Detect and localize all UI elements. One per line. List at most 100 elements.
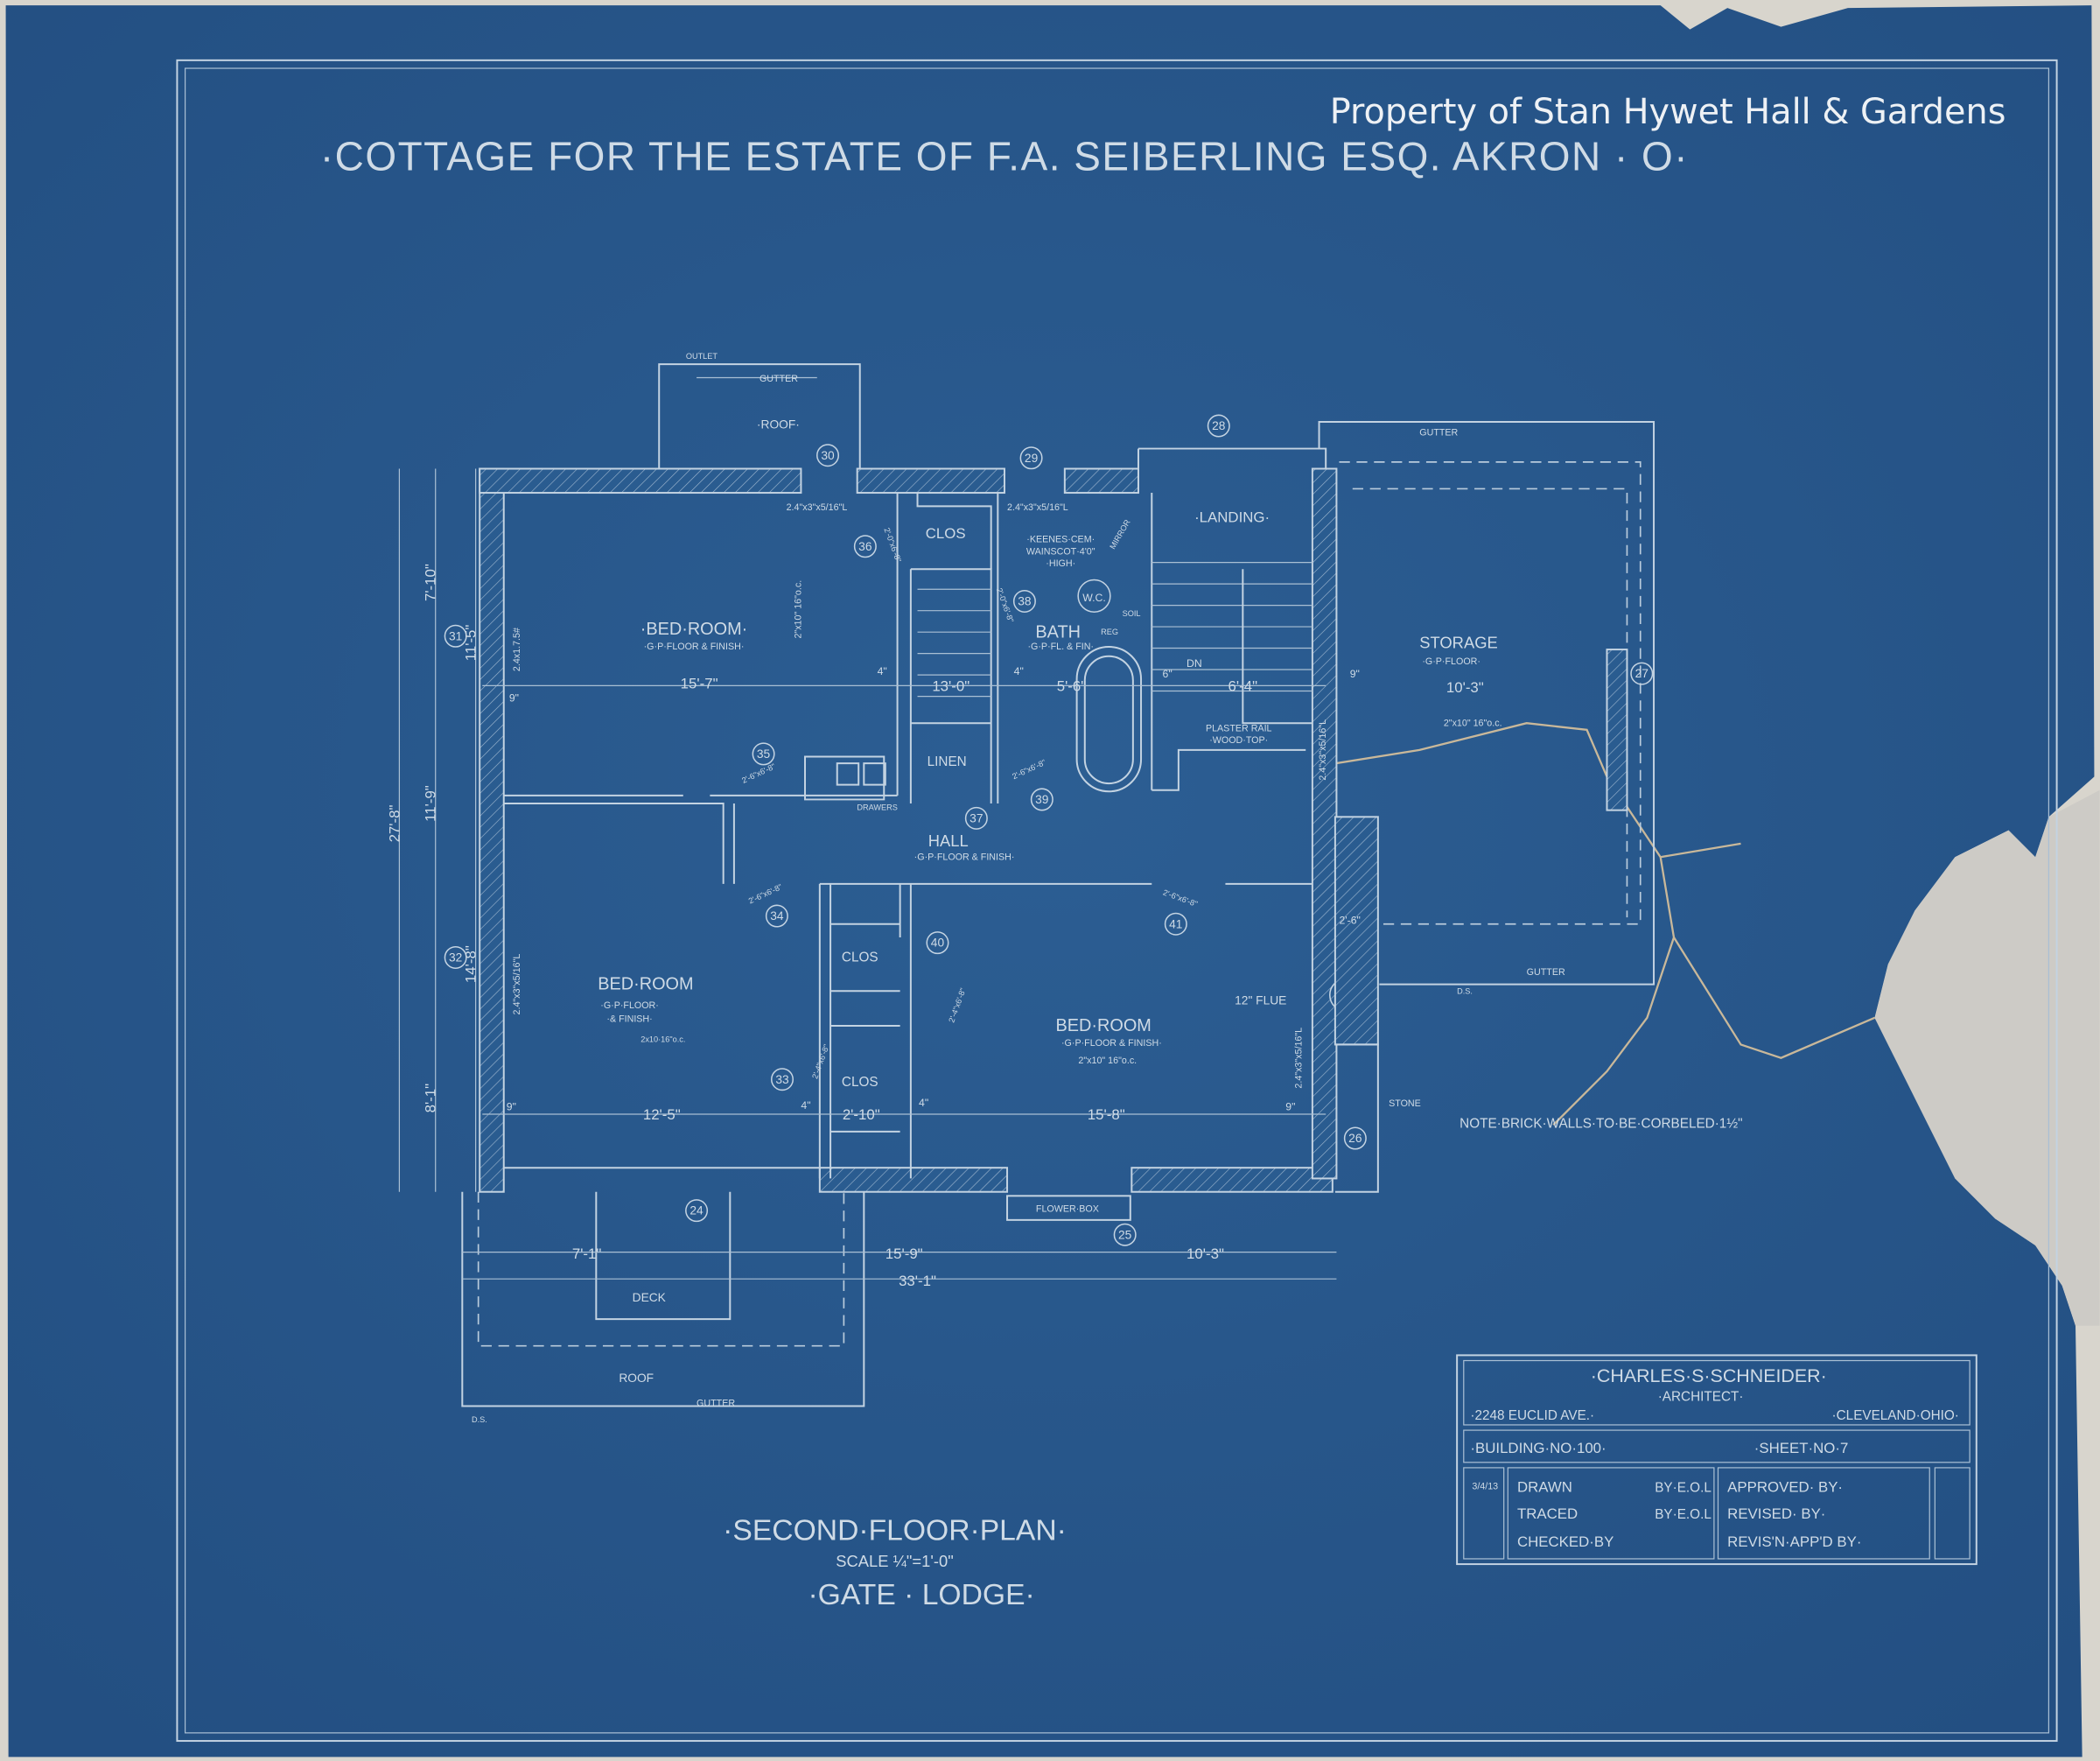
drawing-label: BY·E.O.L bbox=[1655, 1480, 1712, 1495]
drawing-label: 2.4"x3"x5/16"L bbox=[1007, 502, 1068, 513]
bedroom-se-label: BED·ROOM bbox=[1056, 1016, 1152, 1035]
bedroom-nw-label: ·BED·ROOM· bbox=[640, 620, 748, 639]
drawing-line bbox=[1463, 1429, 1970, 1463]
drawing-label: APPROVED· BY· bbox=[1727, 1478, 1843, 1495]
drawing-label: 4" bbox=[878, 665, 887, 677]
drawing-label: 13'-0" bbox=[932, 677, 970, 694]
drawing-label: 14'-8" bbox=[463, 945, 480, 983]
drawing-label: 9" bbox=[507, 1100, 516, 1112]
drawing-line bbox=[1339, 461, 1642, 925]
drawing-label: GUTTER bbox=[696, 1399, 735, 1409]
drawing-label: 4" bbox=[1014, 665, 1024, 677]
plan-scale: SCALE ¼"=1'-0" bbox=[836, 1552, 953, 1570]
drawing-line bbox=[818, 1167, 1009, 1193]
marker-circle bbox=[964, 806, 988, 830]
drawing-label: 9" bbox=[1350, 668, 1360, 680]
drawing-label: 12" FLUE bbox=[1235, 994, 1286, 1007]
drawing-line bbox=[1318, 420, 1656, 986]
drawing-label: LINEN bbox=[928, 754, 967, 769]
drawing-label: OUTLET bbox=[686, 352, 718, 361]
inner-border bbox=[184, 67, 2050, 1734]
drawing-line bbox=[1075, 646, 1143, 793]
drawing-label: ·G·P·FLOOR & FINISH· bbox=[644, 642, 745, 652]
marker-circle bbox=[1030, 788, 1054, 811]
drawing-label: 6'-4" bbox=[1228, 677, 1258, 694]
drawing-label: 2"x10" 16"o.c. bbox=[793, 580, 803, 639]
drawing-label: 24 bbox=[690, 1204, 704, 1217]
marker-circle bbox=[816, 444, 840, 467]
drawing-label: 2'-6" bbox=[1339, 915, 1360, 927]
corbel-note: NOTE·BRICK·WALLS·TO·BE·CORBELED·1½" bbox=[1460, 1116, 1742, 1131]
drawing-label: 15'-8" bbox=[1088, 1106, 1125, 1123]
drawing-label: ·CLEVELAND·OHIO· bbox=[1832, 1408, 1959, 1423]
marker-circle bbox=[1019, 446, 1043, 470]
bottom-roof: DECK ROOF GUTTER D.S. bbox=[461, 1191, 865, 1424]
marker-circle bbox=[1077, 579, 1111, 613]
drawing-line bbox=[1934, 1467, 1970, 1560]
drawing-label: REVIS'N·APP'D BY· bbox=[1727, 1533, 1861, 1550]
drawing-line bbox=[863, 762, 886, 786]
storage-wing: GUTTER GUTTER D.S. STORAGE ·G·P·FLOOR· 1… bbox=[1318, 420, 1656, 995]
drawing-label: ·G·P·FL. & FIN· bbox=[1027, 642, 1094, 652]
door-number-markers: 30 29 28 36 38 35 37 39 31 32 34 41 40 3… bbox=[444, 414, 1654, 1246]
drawing-line bbox=[1242, 569, 1312, 725]
drawing-line bbox=[804, 755, 886, 801]
drawing-line bbox=[479, 467, 505, 1193]
marker-circle bbox=[444, 624, 467, 648]
room-labels: ·BED·ROOM· ·G·P·FLOOR & FINISH· 2"x10" 1… bbox=[598, 509, 1421, 1215]
drawing-line bbox=[503, 803, 735, 884]
drawing-label: ·ARCHITECT· bbox=[1658, 1389, 1744, 1404]
drawing-label: ·BUILDING·NO·100· bbox=[1470, 1440, 1606, 1456]
drawing-label: 4" bbox=[801, 1099, 810, 1112]
drawing-label: 4" bbox=[919, 1097, 928, 1109]
drawing-label: ·SHEET·NO·7 bbox=[1754, 1440, 1849, 1456]
drawing-label: 6" bbox=[1163, 668, 1172, 680]
drawing-line bbox=[916, 493, 992, 570]
drawing-label: 30 bbox=[821, 449, 835, 462]
hall-label: HALL bbox=[928, 831, 969, 850]
drawing-label: 26 bbox=[1348, 1132, 1362, 1145]
drawing-label: D.S. bbox=[1457, 986, 1473, 995]
drawing-line bbox=[1006, 1195, 1131, 1221]
marker-circle bbox=[765, 904, 788, 928]
drawing-label: WAINSCOT·4'0" bbox=[1026, 546, 1096, 557]
drawing-label: 3/4/13 bbox=[1472, 1481, 1498, 1491]
drawing-label: DRAWERS bbox=[857, 803, 898, 812]
drawing-label: 11'-5" bbox=[463, 625, 480, 662]
drawing-label: 37 bbox=[970, 811, 983, 824]
drawing-label: ·HIGH· bbox=[1046, 558, 1075, 569]
drawing-line bbox=[1311, 467, 1338, 1180]
building-name: ·GATE · LODGE· bbox=[808, 1579, 1034, 1611]
drawing-label: 34 bbox=[770, 909, 784, 923]
drawing-label: 2'-10" bbox=[843, 1106, 880, 1123]
drawing-line bbox=[658, 363, 861, 472]
drawing-label: CLOS bbox=[926, 525, 966, 542]
marker-circle bbox=[444, 945, 467, 969]
drawing-label: CHECKED·BY bbox=[1517, 1533, 1614, 1550]
drawing-label: 2"x10" 16"o.c. bbox=[1078, 1056, 1137, 1066]
drawing-label: 15'-7" bbox=[681, 675, 718, 691]
drawing-line bbox=[1606, 649, 1628, 811]
drawing-label: DRAWN bbox=[1517, 1478, 1572, 1495]
drawing-label: 33'-1" bbox=[899, 1273, 936, 1289]
drawing-label: ·G·P·FLOOR & FINISH· bbox=[1061, 1038, 1162, 1049]
drawing-label: DECK bbox=[633, 1291, 667, 1304]
marker-circle bbox=[1343, 1126, 1367, 1150]
drawing-line bbox=[1152, 748, 1306, 791]
marker-circle bbox=[1113, 1223, 1137, 1246]
drawing-label: ROOF bbox=[619, 1372, 654, 1385]
marker-circle bbox=[1630, 662, 1654, 685]
drawing-label: ·2248 EUCLID AVE.· bbox=[1470, 1408, 1594, 1423]
drawing-label: 38 bbox=[1018, 595, 1032, 608]
marker-circle bbox=[1207, 414, 1230, 438]
drawing-label: D.S. bbox=[472, 1415, 487, 1424]
drawing-label: 2x10·16"o.c. bbox=[640, 1035, 685, 1043]
drawing-label: 5'-6" bbox=[1057, 677, 1087, 694]
drawing-label: 8'-1" bbox=[423, 1084, 439, 1113]
drawing-line bbox=[477, 1191, 845, 1347]
landing-label: ·LANDING· bbox=[1194, 509, 1270, 526]
drawing-label: PLASTER RAIL bbox=[1206, 723, 1272, 733]
sheet-title: ·COTTAGE FOR THE ESTATE OF F.A. SEIBERLI… bbox=[320, 133, 1689, 179]
drawing-label: 10'-3" bbox=[1186, 1245, 1224, 1262]
drawing-line bbox=[899, 883, 912, 1179]
